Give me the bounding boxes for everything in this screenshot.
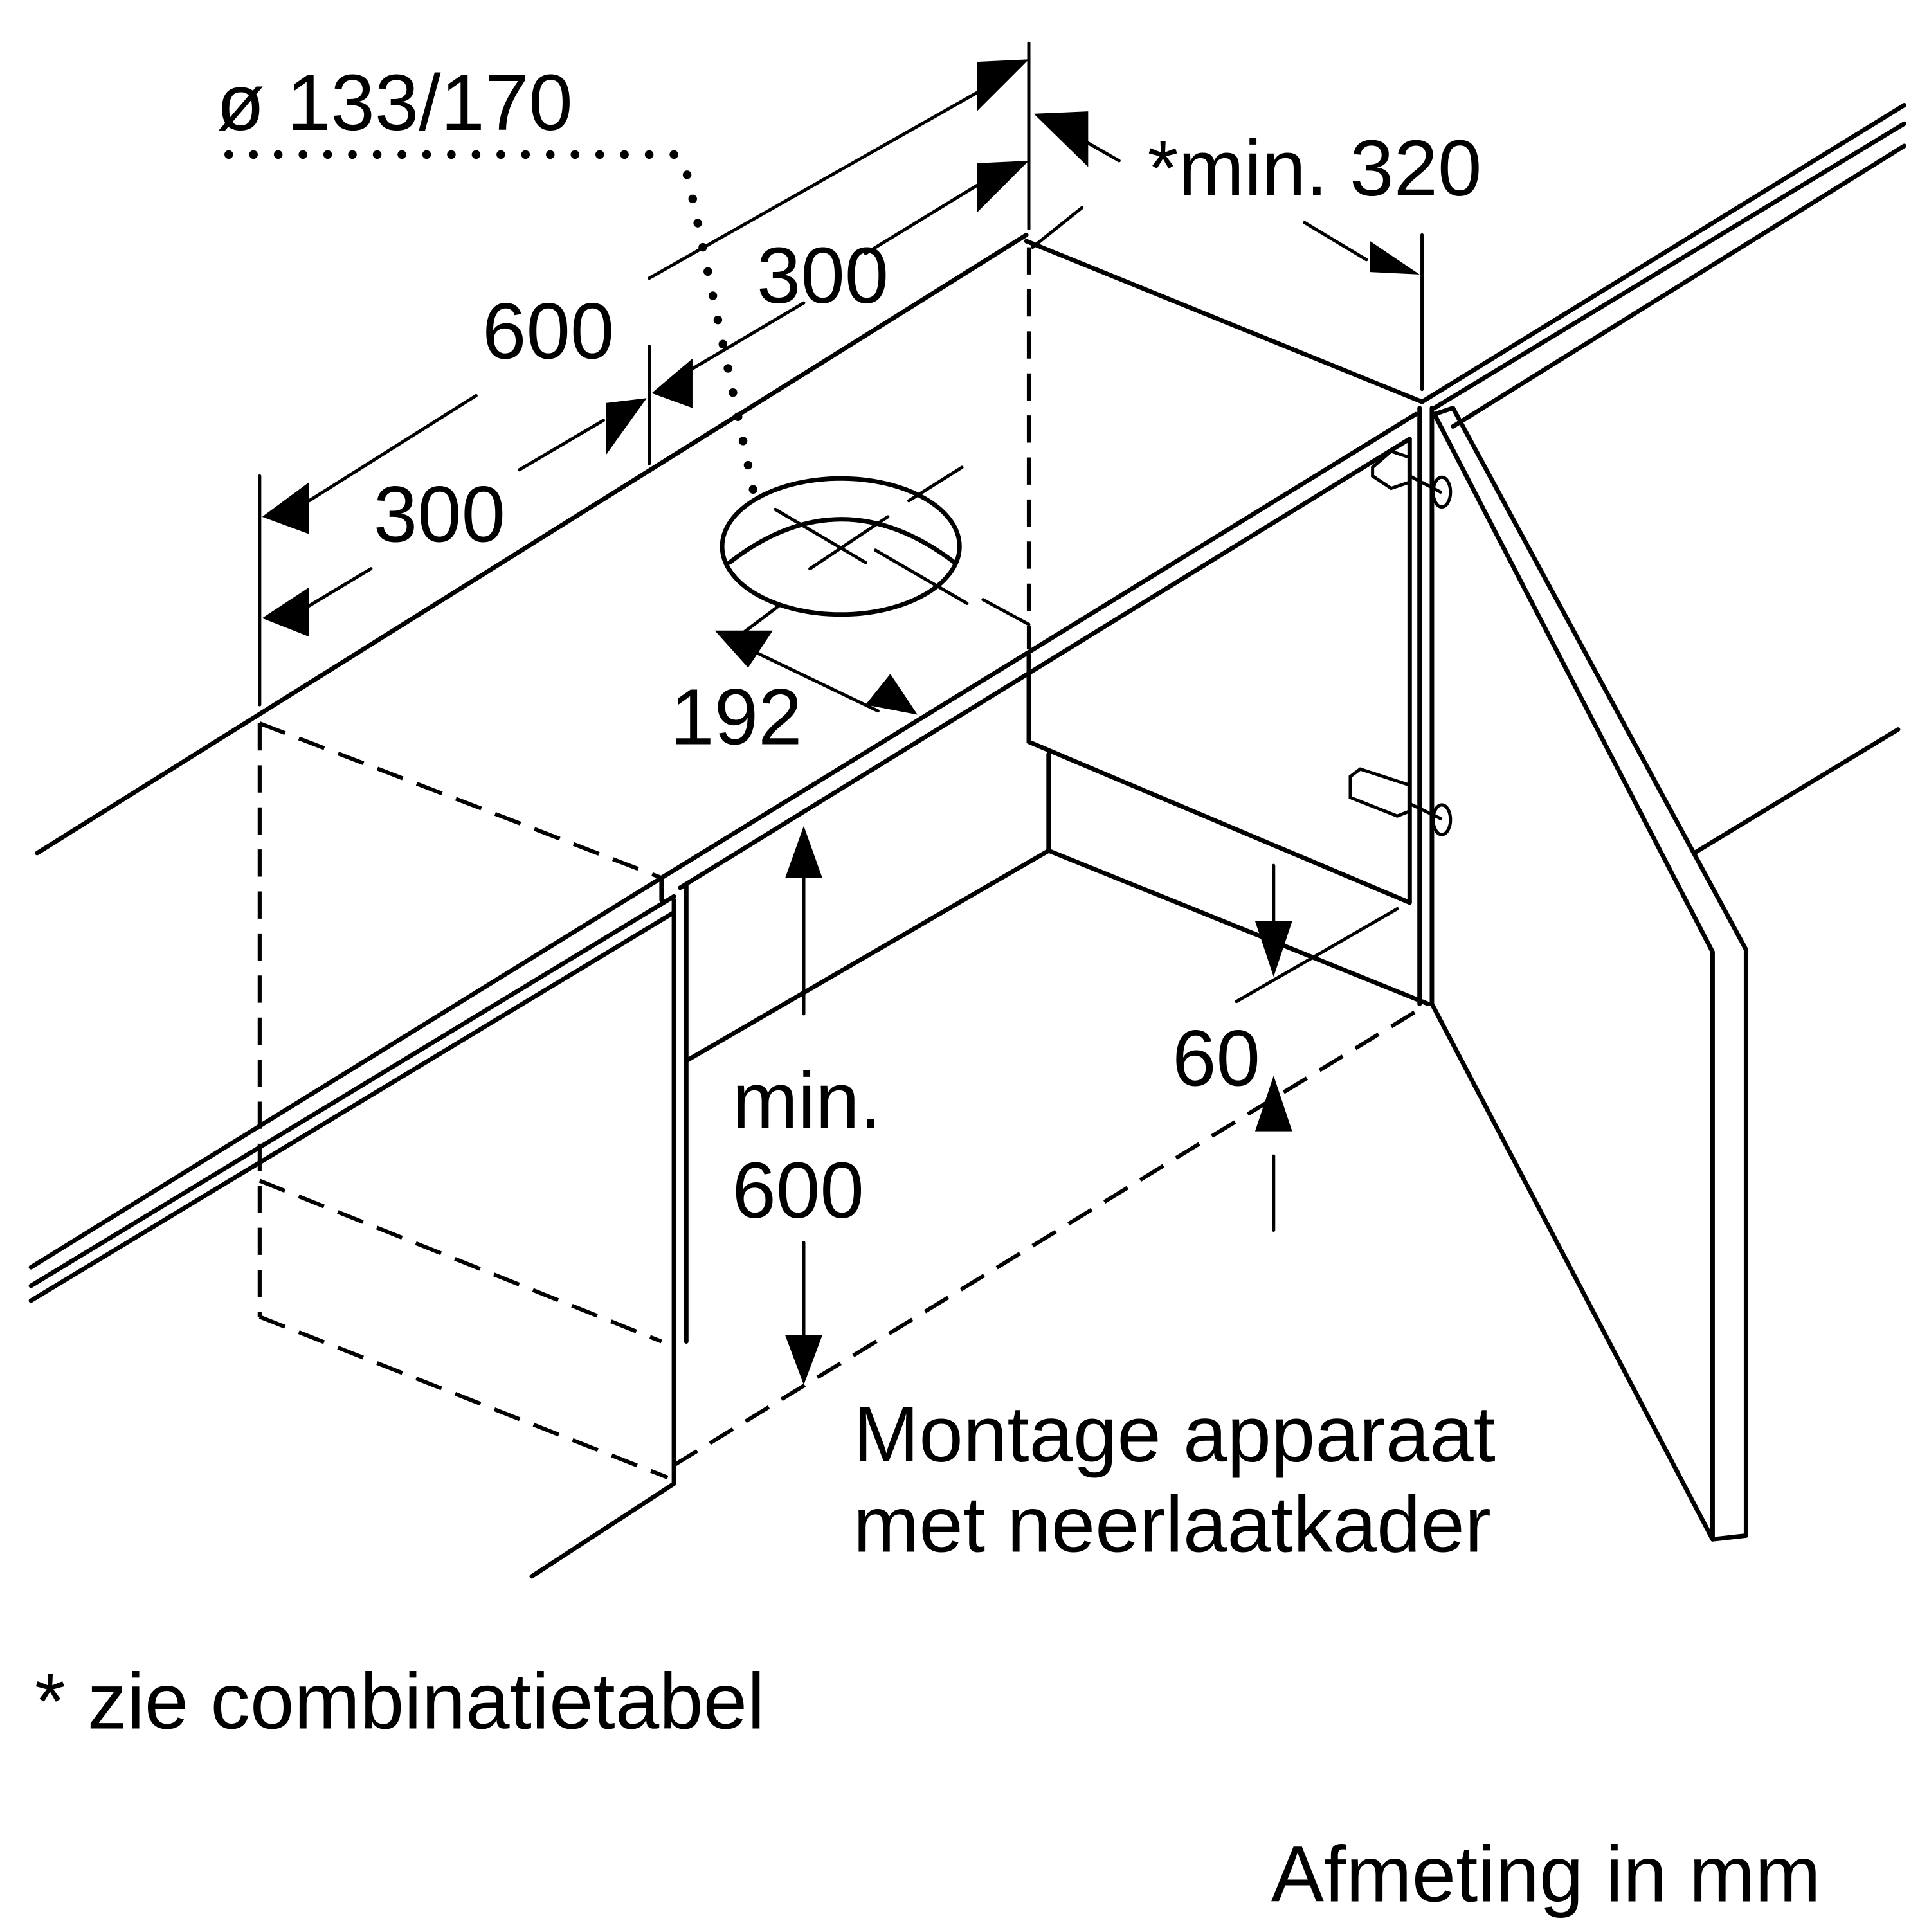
- duct-diameter-label: ø 133/170: [217, 59, 573, 147]
- hinge-bottom: [1348, 767, 1453, 836]
- caption-line-1: Montage apparaat: [853, 1391, 1496, 1479]
- hinge-top: [1371, 449, 1453, 509]
- caption-line-2: met neerlaatkader: [853, 1481, 1491, 1569]
- min-height-label-line2: 600: [732, 1147, 864, 1235]
- units-note: Afmeting in mm: [1271, 1831, 1821, 1919]
- cabinet-outline: [28, 103, 1906, 1579]
- cabinet-width-label: 600: [482, 288, 614, 376]
- hole-offset-label: 192: [670, 674, 802, 762]
- hidden-lines: [257, 247, 1424, 1479]
- min-height-label-line1: min.: [732, 1057, 882, 1145]
- min-depth-label: *min. 320: [1148, 125, 1482, 213]
- frame-gap-label: 60: [1172, 1015, 1260, 1103]
- footnote: * zie combinatietabel: [35, 1657, 765, 1746]
- dimension-lines: [258, 41, 1424, 1385]
- half-width-left-label: 300: [374, 471, 505, 559]
- diameter-leader: [224, 150, 761, 512]
- duct-hole: [720, 465, 1031, 645]
- half-width-right-label: 300: [757, 232, 889, 320]
